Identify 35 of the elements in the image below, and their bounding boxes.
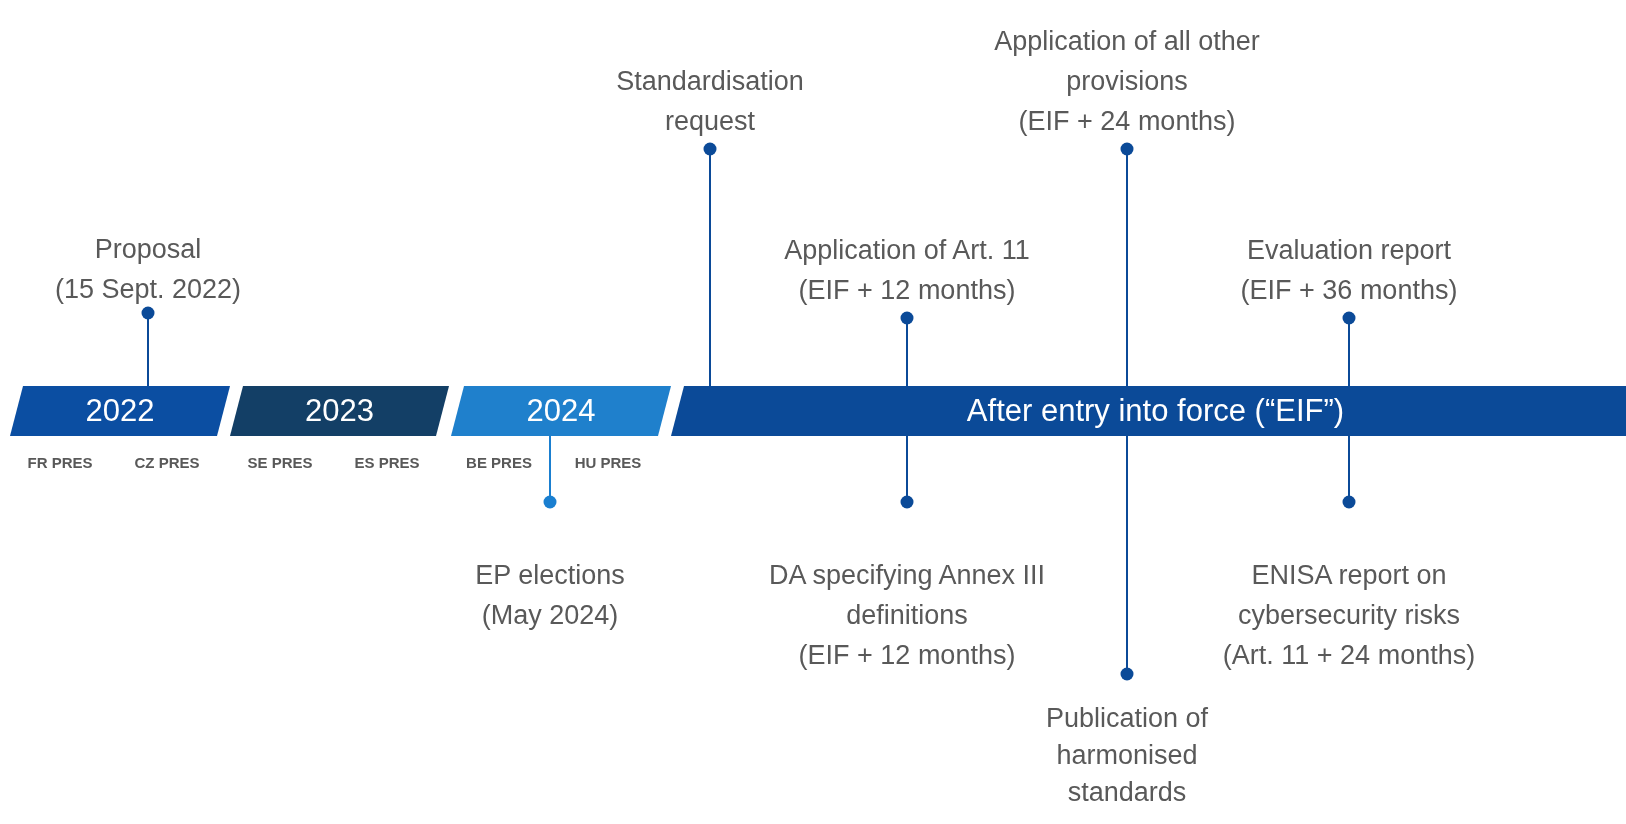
presidency-label: SE PRES — [247, 453, 313, 473]
period-label: 2022 — [85, 393, 155, 429]
milestone-title: Standardisation request — [615, 65, 805, 138]
milestone-title: Evaluation report — [1246, 234, 1452, 267]
milestone-date: (EIF + 24 months) — [1018, 105, 1236, 138]
period-label: 2023 — [305, 393, 374, 429]
milestone-title: Application of all other provisions — [993, 25, 1261, 98]
milestone-title: Publication of harmonised standards — [1044, 702, 1210, 809]
milestone-title: ENISA report on cybersecurity risks — [1236, 559, 1461, 632]
presidency-label: BE PRES — [466, 453, 532, 473]
milestone-date: (May 2024) — [481, 599, 619, 632]
leader-line — [1120, 142, 1134, 387]
leader-line — [1120, 435, 1134, 681]
milestone-title: EP elections — [475, 559, 625, 592]
leader-line — [141, 306, 155, 387]
period-label: After entry into force (“EIF”) — [966, 393, 1345, 429]
presidency-label: FR PRES — [27, 453, 93, 473]
milestone-date: (Art. 11 + 24 months) — [1222, 639, 1476, 672]
milestone-date: (EIF + 36 months) — [1240, 274, 1458, 307]
leader-line — [900, 435, 914, 509]
milestone-title: Proposal — [94, 233, 202, 266]
milestone-date: (EIF + 12 months) — [798, 274, 1016, 307]
milestone-title: Application of Art. 11 — [784, 234, 1030, 267]
leader-line — [1342, 435, 1356, 509]
leader-line — [543, 435, 557, 509]
period-label: 2024 — [526, 393, 596, 429]
milestone-date: (EIF + 12 months) — [798, 639, 1016, 672]
presidency-label: ES PRES — [354, 453, 420, 473]
leader-line — [900, 311, 914, 387]
leader-line — [1342, 311, 1356, 387]
presidency-label: HU PRES — [574, 453, 642, 473]
leader-line — [703, 142, 717, 387]
presidency-label: CZ PRES — [134, 453, 200, 473]
milestone-date: (15 Sept. 2022) — [54, 273, 242, 306]
milestone-title: DA specifying Annex III definitions — [767, 559, 1047, 632]
